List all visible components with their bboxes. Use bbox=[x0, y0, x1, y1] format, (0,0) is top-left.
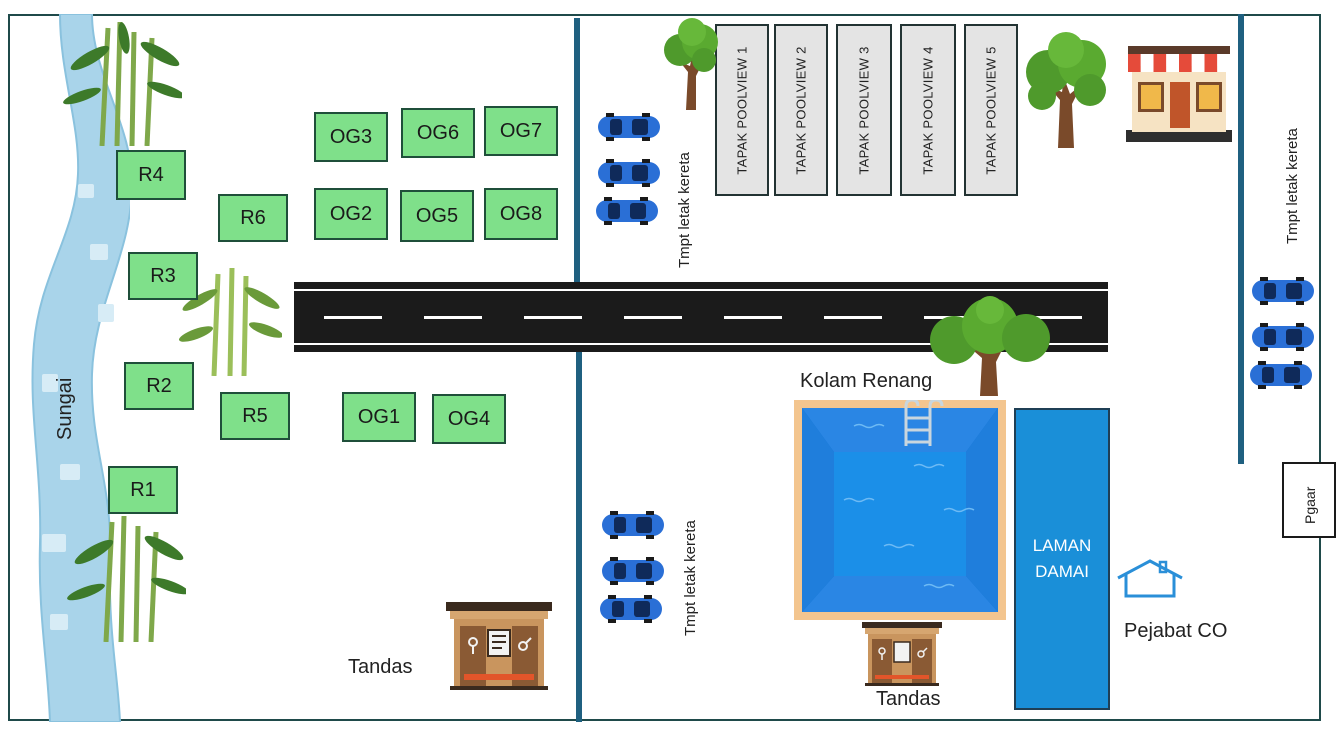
car-icon bbox=[602, 511, 664, 539]
lot-og4: OG4 bbox=[432, 394, 506, 444]
parking-label-bottom: Tmpt letak kereta bbox=[682, 520, 699, 636]
tree-icon bbox=[1026, 32, 1106, 148]
pool-site-2: TAPAK POOLVIEW 2 bbox=[774, 24, 828, 196]
lot-r6: R6 bbox=[218, 194, 288, 242]
tree-icon bbox=[930, 296, 1050, 396]
tree-icon bbox=[664, 18, 718, 110]
divider-wall-bottom bbox=[576, 352, 582, 722]
shop-icon bbox=[1126, 46, 1232, 142]
car-icon bbox=[1252, 323, 1314, 351]
car-icon bbox=[600, 595, 662, 623]
house-icon bbox=[1117, 559, 1183, 598]
guard-label: Pgaar bbox=[1302, 486, 1318, 524]
lot-r2: R2 bbox=[124, 362, 194, 410]
parking-label-right: Tmpt letak kereta bbox=[1284, 128, 1301, 244]
garden-area: LAMAN DAMAI bbox=[1014, 408, 1110, 710]
garden-label: LAMAN DAMAI bbox=[1032, 536, 1092, 581]
pool-ladder-icon bbox=[904, 400, 944, 446]
car-icon bbox=[598, 113, 660, 141]
pool-site-3: TAPAK POOLVIEW 3 bbox=[836, 24, 892, 196]
toilet-label-right: Tandas bbox=[876, 688, 941, 710]
car-icon bbox=[1252, 277, 1314, 305]
lot-og2: OG2 bbox=[314, 188, 388, 240]
lot-og7: OG7 bbox=[484, 106, 558, 156]
car-icon bbox=[596, 197, 658, 225]
car-icon bbox=[1250, 361, 1312, 389]
lot-r4: R4 bbox=[116, 150, 186, 200]
divider-wall-right bbox=[1238, 14, 1244, 464]
toilet-icon bbox=[446, 602, 552, 690]
divider-wall-top bbox=[574, 18, 580, 284]
lot-og1: OG1 bbox=[342, 392, 416, 442]
swimming-pool bbox=[794, 400, 1006, 620]
car-icon bbox=[598, 159, 660, 187]
parking-label-top: Tmpt letak kereta bbox=[676, 152, 693, 268]
lot-og8: OG8 bbox=[484, 188, 558, 240]
bamboo-icon bbox=[178, 267, 282, 376]
pool-site-4: TAPAK POOLVIEW 4 bbox=[900, 24, 956, 196]
office-label: Pejabat CO bbox=[1124, 620, 1228, 642]
lot-og5: OG5 bbox=[400, 190, 474, 242]
bamboo-icon bbox=[67, 515, 186, 642]
lot-r3: R3 bbox=[128, 252, 198, 300]
pool-label: Kolam Renang bbox=[800, 370, 933, 392]
lot-r1: R1 bbox=[108, 466, 178, 514]
pool-site-1: TAPAK POOLVIEW 1 bbox=[715, 24, 769, 196]
toilet-label-left: Tandas bbox=[348, 656, 413, 678]
pool-site-5: TAPAK POOLVIEW 5 bbox=[964, 24, 1018, 196]
car-icon bbox=[602, 557, 664, 585]
toilet-icon bbox=[862, 622, 942, 686]
lot-og6: OG6 bbox=[401, 108, 475, 158]
lot-r5: R5 bbox=[220, 392, 290, 440]
guard-post: Pgaar bbox=[1282, 462, 1336, 538]
bamboo-icon bbox=[63, 21, 182, 146]
lot-og3: OG3 bbox=[314, 112, 388, 162]
river-label: Sungai bbox=[54, 377, 76, 440]
